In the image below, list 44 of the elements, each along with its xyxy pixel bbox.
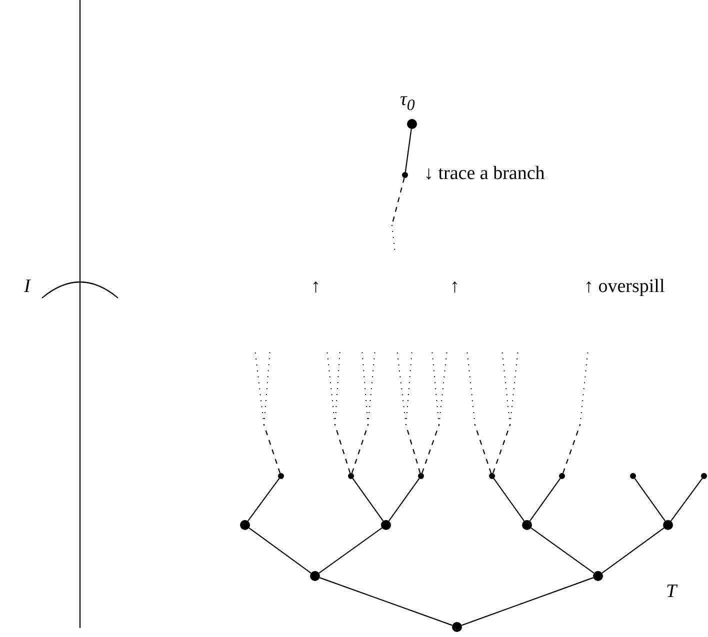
branch-line bbox=[248, 478, 280, 522]
tree-node-dot bbox=[240, 520, 250, 530]
branch-line bbox=[634, 478, 666, 522]
annotation-text: ↑ overspill bbox=[584, 277, 665, 296]
annotation-text: ↑ bbox=[450, 277, 460, 296]
tree-node-dot bbox=[663, 520, 673, 530]
dashed-branch-line bbox=[421, 424, 440, 474]
node-label: τ$_{0}$ bbox=[400, 90, 415, 114]
tree-node-dot bbox=[278, 473, 284, 479]
branch-line bbox=[670, 478, 703, 522]
branch-line bbox=[530, 527, 594, 574]
branch-line bbox=[320, 577, 452, 626]
branch-line bbox=[602, 528, 664, 574]
branch-line bbox=[388, 478, 420, 522]
tree-node-dot bbox=[559, 473, 565, 479]
annotation-text: ↑ bbox=[311, 277, 320, 296]
annotation-text: T bbox=[666, 582, 677, 601]
branch-line bbox=[529, 478, 561, 522]
tree-node-dot bbox=[418, 473, 424, 479]
branch-line bbox=[404, 128, 412, 172]
tree-node-dot bbox=[701, 473, 707, 479]
tree-node-dot bbox=[593, 571, 603, 581]
annotation-text: I bbox=[24, 277, 30, 296]
tree-node-dot bbox=[522, 520, 532, 530]
dashed-branch-line bbox=[492, 424, 511, 474]
branch-line bbox=[318, 527, 382, 574]
dashed-branch-line bbox=[474, 424, 492, 474]
tree-node-dot bbox=[310, 571, 320, 581]
tree-node-dot bbox=[452, 622, 462, 632]
tree-node-dot bbox=[348, 473, 354, 479]
dashed-branch-line bbox=[334, 424, 351, 474]
dashed-branch-line bbox=[263, 424, 281, 474]
tree-node-dot bbox=[407, 119, 417, 129]
tree-node-dot bbox=[381, 520, 391, 530]
annotation-text: ↓ trace a branch bbox=[424, 164, 545, 183]
branch-line bbox=[352, 478, 384, 522]
tree-node-dot bbox=[489, 473, 495, 479]
branch-line bbox=[493, 478, 525, 522]
branch-line bbox=[462, 577, 594, 626]
dashed-branch-line bbox=[351, 424, 369, 474]
branch-line bbox=[248, 528, 312, 574]
dashed-branch-line bbox=[562, 424, 581, 474]
tree-node-dot bbox=[402, 172, 408, 178]
tree-node-dot bbox=[630, 473, 636, 479]
